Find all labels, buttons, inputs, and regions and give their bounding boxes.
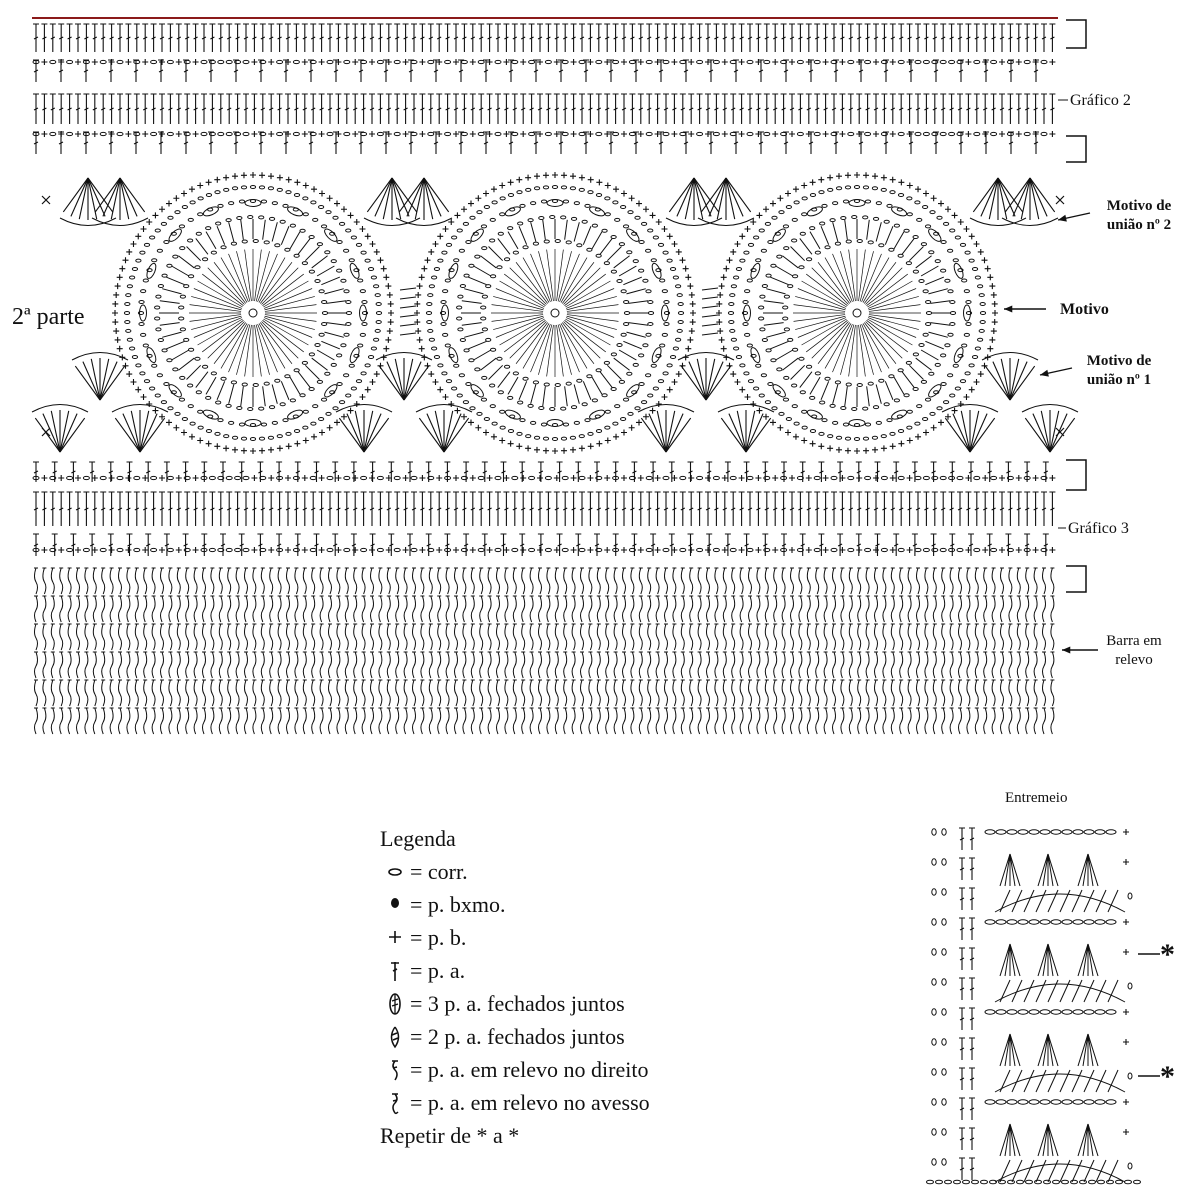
part-label: 2ª parte	[12, 304, 85, 330]
join-motif	[31, 177, 169, 453]
legend-text: = p. a. em relevo no direito	[410, 1057, 649, 1082]
motivo-label: Motivo	[1060, 301, 1109, 318]
join-motif	[637, 177, 775, 453]
legend-title: Legenda	[380, 826, 456, 851]
grafico-2-rows	[32, 17, 1087, 163]
barra-line2: relevo	[1115, 652, 1153, 668]
grafico-3-label: Gráfico 3	[1068, 520, 1129, 537]
legend-text: = corr.	[410, 859, 468, 884]
chain-icon	[380, 857, 410, 887]
asterisk-marker-1: *	[1160, 938, 1175, 971]
legend-text: = p. b.	[410, 925, 467, 950]
legend-footer: Repetir de * a *	[380, 1123, 520, 1148]
legend-text: = 2 p. a. fechados juntos	[410, 1024, 625, 1049]
round-motif	[112, 172, 394, 454]
motivo-uniao-2-line1: Motivo de	[1106, 198, 1172, 214]
entremeio-label: Entremeio	[1005, 790, 1068, 806]
double-crochet-icon	[380, 956, 410, 986]
motivo-uniao-2-label: Motivo de união nº 2	[1084, 197, 1194, 235]
legend-text: = 3 p. a. fechados juntos	[410, 991, 625, 1016]
legend-item-single-crochet: = p. b.	[380, 921, 650, 954]
slip-stitch-icon	[380, 890, 410, 920]
legend-item-three-dc-cluster: = 3 p. a. fechados juntos	[380, 987, 650, 1020]
join-motif	[941, 177, 1079, 453]
motif-band	[31, 172, 1079, 454]
legend-item-double-crochet: = p. a.	[380, 954, 650, 987]
barra-line1: Barra em	[1106, 633, 1162, 649]
back-post-dc-icon	[380, 1088, 410, 1118]
round-motif	[716, 172, 998, 454]
single-crochet-icon	[380, 923, 410, 953]
legend: Legenda = corr. = p. bxmo. = p. b. = p. …	[380, 822, 650, 1152]
grafico-2-label: Gráfico 2	[1070, 92, 1131, 109]
asterisk-marker-2: *	[1160, 1060, 1175, 1093]
join-motif	[335, 177, 473, 453]
legend-item-front-post-dc: = p. a. em relevo no direito	[380, 1053, 650, 1086]
three-dc-cluster-icon	[380, 989, 410, 1019]
motivo-uniao-1-label: Motivo de união nº 1	[1064, 352, 1174, 390]
entremeio-chart	[926, 827, 1160, 1185]
front-post-dc-icon	[380, 1055, 410, 1085]
grafico-3-rows	[32, 459, 1087, 593]
barra-em-relevo-rows	[34, 567, 1055, 735]
legend-item-slip-stitch: = p. bxmo.	[380, 888, 650, 921]
legend-item-two-dc-cluster: = 2 p. a. fechados juntos	[380, 1020, 650, 1053]
motivo-uniao-1-line1: Motivo de	[1086, 353, 1152, 369]
motivo-uniao-2-line2: união nº 2	[1106, 217, 1172, 233]
barra-label: Barra em relevo	[1084, 632, 1184, 670]
legend-text: = p. bxmo.	[410, 892, 506, 917]
legend-item-back-post-dc: = p. a. em relevo no avesso	[380, 1086, 650, 1119]
two-dc-cluster-icon	[380, 1022, 410, 1052]
round-motif	[414, 172, 696, 454]
legend-text: = p. a. em relevo no avesso	[410, 1090, 650, 1115]
motivo-uniao-1-line2: união nº 1	[1086, 372, 1152, 388]
legend-text: = p. a.	[410, 958, 466, 983]
legend-item-chain: = corr.	[380, 855, 650, 888]
label-arrows	[1004, 212, 1098, 654]
